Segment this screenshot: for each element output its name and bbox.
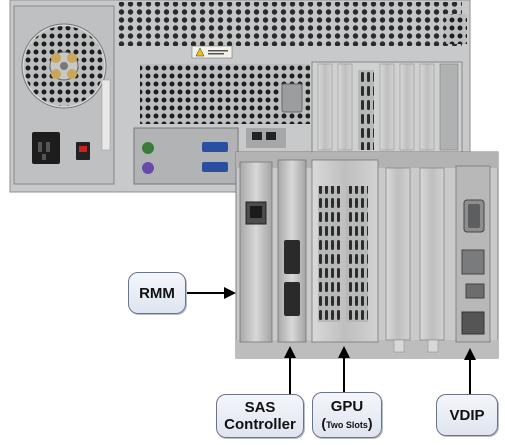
ps2-port-icon [142,142,154,174]
vdip-callout: VDIP [436,394,498,436]
gpu-callout-two-slots: Two Slots [326,419,368,430]
gpu-callout: GPU (Two Slots) [312,392,382,438]
upper-expansion-slots [311,61,463,153]
gpu-callout-line1: GPU [330,397,364,415]
serial-port-icon [463,199,485,233]
power-supply-unit [13,5,115,185]
expansion-card-inset [235,151,499,359]
sas-controller-callout: SAS Controller [216,394,304,438]
sas-callout-line1: SAS [244,399,276,416]
power-switch-icon [76,142,90,160]
gpu-callout-paren-open: ( [321,414,327,431]
warning-label-icon [191,45,233,59]
gpu-bracket [311,159,379,343]
rmm-card-bracket [239,161,273,343]
blank-slot-covers [385,167,445,353]
vdip-bracket [455,165,491,343]
io-shield [133,127,286,185]
power-socket-icon [32,132,60,164]
rmm-callout-label: RMM [139,284,175,302]
gpu-callout-line2: (Two Slots) [321,415,372,433]
rmm-callout: RMM [128,272,186,314]
sas-controller-bracket [277,159,307,343]
sas-callout-line2: Controller [224,416,296,433]
top-vent-grille [118,2,462,46]
ethernet-port-icon [245,201,267,225]
vdip-callout-label: VDIP [449,406,485,424]
fan-icon [21,23,107,109]
gpu-callout-paren-close: ) [367,414,373,431]
vga-port-icon [202,142,228,172]
